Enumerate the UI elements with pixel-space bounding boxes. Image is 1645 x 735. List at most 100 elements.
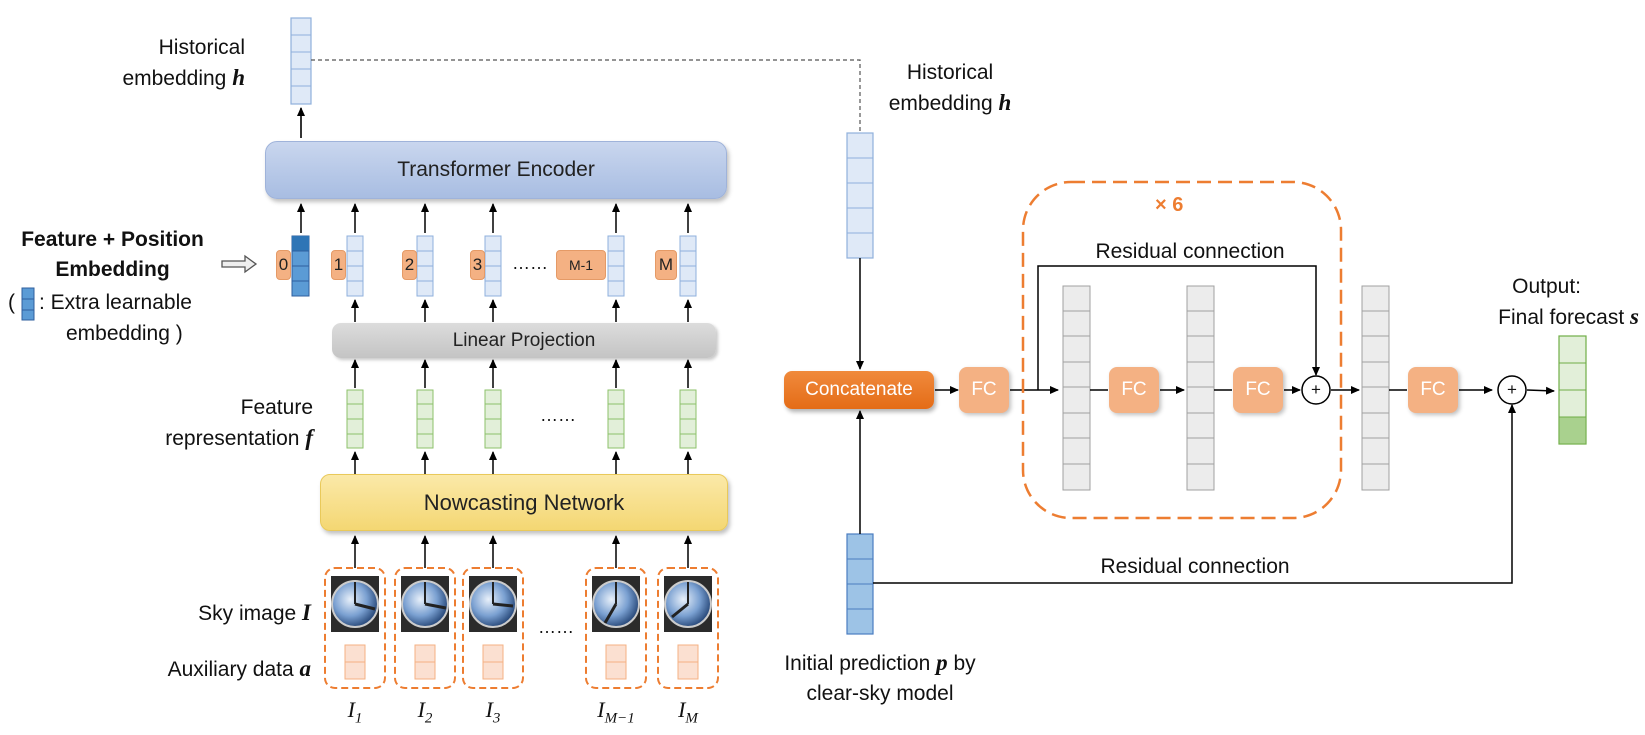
fc-box-4: FC	[1408, 367, 1458, 413]
hidden-vector-1	[1062, 285, 1091, 491]
feature-position-label: Feature + Position Embedding	[10, 225, 215, 285]
position-token-0: 0	[276, 250, 291, 280]
input-group-2	[394, 567, 456, 689]
ellipsis-features: ……	[540, 405, 576, 425]
sky-image-label: Sky image I	[198, 598, 311, 629]
position-token-1: 1	[331, 250, 346, 280]
residual-connection-top-line	[1037, 265, 1320, 390]
hidden-vector-3	[1361, 285, 1390, 491]
image-label-2: I2	[395, 695, 455, 733]
initial-prediction-symbol: p	[936, 650, 948, 675]
image-label-1: I1	[325, 695, 385, 733]
extra-learnable-embedding	[291, 235, 310, 297]
image-label-1-sub: 1	[354, 710, 363, 727]
output-line1: Output:	[1512, 275, 1581, 298]
output-vector	[1558, 335, 1587, 445]
fc-box-2: FC	[1109, 367, 1159, 413]
historical-embedding-label-left: Historical embedding h	[122, 33, 245, 94]
feature-repr-line2: representation	[165, 427, 300, 450]
feature-position-line1: Feature + Position	[21, 228, 204, 251]
historical-right-line2: embedding	[888, 92, 993, 115]
nowcasting-network: Nowcasting Network	[320, 474, 728, 531]
fc-box-1: FC	[959, 367, 1009, 413]
image-label-2-base: I	[417, 697, 425, 722]
image-label-m-1-base: I	[597, 697, 605, 722]
sky-image-text: Sky image	[198, 602, 297, 625]
arrows-into-encoder	[297, 203, 692, 233]
position-token-m: M	[655, 250, 677, 280]
auxiliary-data-symbol: a	[299, 656, 312, 681]
feature-representation-label: Feature representation f	[165, 393, 313, 454]
image-label-3: I3	[463, 695, 523, 733]
historical-embedding-vector-left	[290, 17, 312, 105]
extra-learnable-line2: embedding )	[66, 322, 183, 345]
image-label-m: IM	[658, 695, 718, 733]
historical-embedding-label-right: Historical embedding h	[860, 58, 1040, 119]
position-token-2: 2	[402, 250, 417, 280]
plus-symbol-2: +	[1507, 380, 1517, 399]
historical-embedding-vector-right	[846, 132, 874, 259]
initial-prediction-line2: clear-sky model	[806, 682, 954, 705]
dashed-link	[311, 59, 861, 133]
block-connections	[1090, 386, 1555, 395]
add-node-1	[1301, 375, 1331, 405]
ellipsis-tokens: ……	[512, 253, 548, 273]
add-node-2	[1497, 375, 1527, 405]
image-label-3-sub: 3	[492, 710, 501, 727]
arrows-into-nowcasting	[351, 535, 692, 568]
concatenate-box: Concatenate	[784, 371, 934, 409]
residual-connection-bottom-label: Residual connection	[1100, 555, 1290, 578]
historical-right-line1: Historical	[906, 61, 994, 84]
image-label-3-base: I	[485, 697, 493, 722]
plus-symbol-1: +	[1311, 380, 1321, 399]
sky-image-symbol: I	[302, 600, 311, 625]
residual-connection-bottom-line	[873, 404, 1516, 584]
input-group-1	[324, 567, 386, 689]
auxiliary-data-label: Auxiliary data a	[168, 654, 311, 685]
feature-representation-vectors	[346, 389, 697, 449]
hidden-vector-2	[1186, 285, 1215, 491]
initial-prediction-pre: Initial prediction	[784, 652, 931, 675]
extra-learnable-text: : Extra learnable	[39, 291, 192, 314]
initial-prediction-label: Initial prediction p by clear-sky model	[755, 648, 1005, 709]
repeat-block-box	[1021, 180, 1343, 520]
image-label-m-sub: M	[685, 710, 698, 727]
fc-box-3: FC	[1233, 367, 1283, 413]
legend-extra-embedding-icon	[21, 287, 35, 321]
pointer-arrow	[221, 254, 258, 274]
historical-line1: Historical	[158, 36, 245, 59]
arrows-into-projection	[351, 359, 692, 388]
image-label-1-base: I	[347, 697, 355, 722]
residual-connection-top-label: Residual connection	[1095, 240, 1285, 263]
input-group-m	[657, 567, 719, 689]
historical-symbol: h	[232, 65, 245, 90]
historical-right-symbol: h	[998, 90, 1012, 115]
initial-prediction-vector	[846, 533, 874, 635]
feature-repr-symbol: f	[305, 425, 313, 450]
linear-projection: Linear Projection	[332, 323, 716, 358]
image-label-m-base: I	[678, 697, 686, 722]
image-label-m-1-sub: M−1	[604, 710, 635, 727]
position-token-m-1: M-1	[556, 250, 606, 280]
image-label-m-1: IM−1	[586, 695, 646, 733]
input-group-3	[462, 567, 524, 689]
arrows-into-embedding	[351, 299, 692, 322]
output-line2: Final forecast	[1498, 306, 1625, 329]
repeat-label: × 6	[1155, 194, 1184, 216]
output-label: Output: Final forecast s	[1498, 272, 1639, 333]
auxiliary-data-text: Auxiliary data	[167, 658, 294, 681]
transformer-encoder: Transformer Encoder	[265, 141, 727, 199]
feature-position-line2: Embedding	[55, 258, 170, 281]
arrows-into-features	[351, 451, 692, 474]
position-token-3: 3	[470, 250, 485, 280]
output-symbol: s	[1630, 304, 1639, 329]
feature-repr-line1: Feature	[240, 396, 313, 419]
historical-line2: embedding	[122, 67, 227, 90]
position-embedding-vectors	[346, 235, 697, 297]
ellipsis-images: ……	[538, 617, 574, 637]
initial-prediction-post: by	[953, 652, 976, 675]
input-group-m-1	[585, 567, 647, 689]
paren-open: (	[8, 291, 15, 314]
image-label-2-sub: 2	[424, 710, 433, 727]
